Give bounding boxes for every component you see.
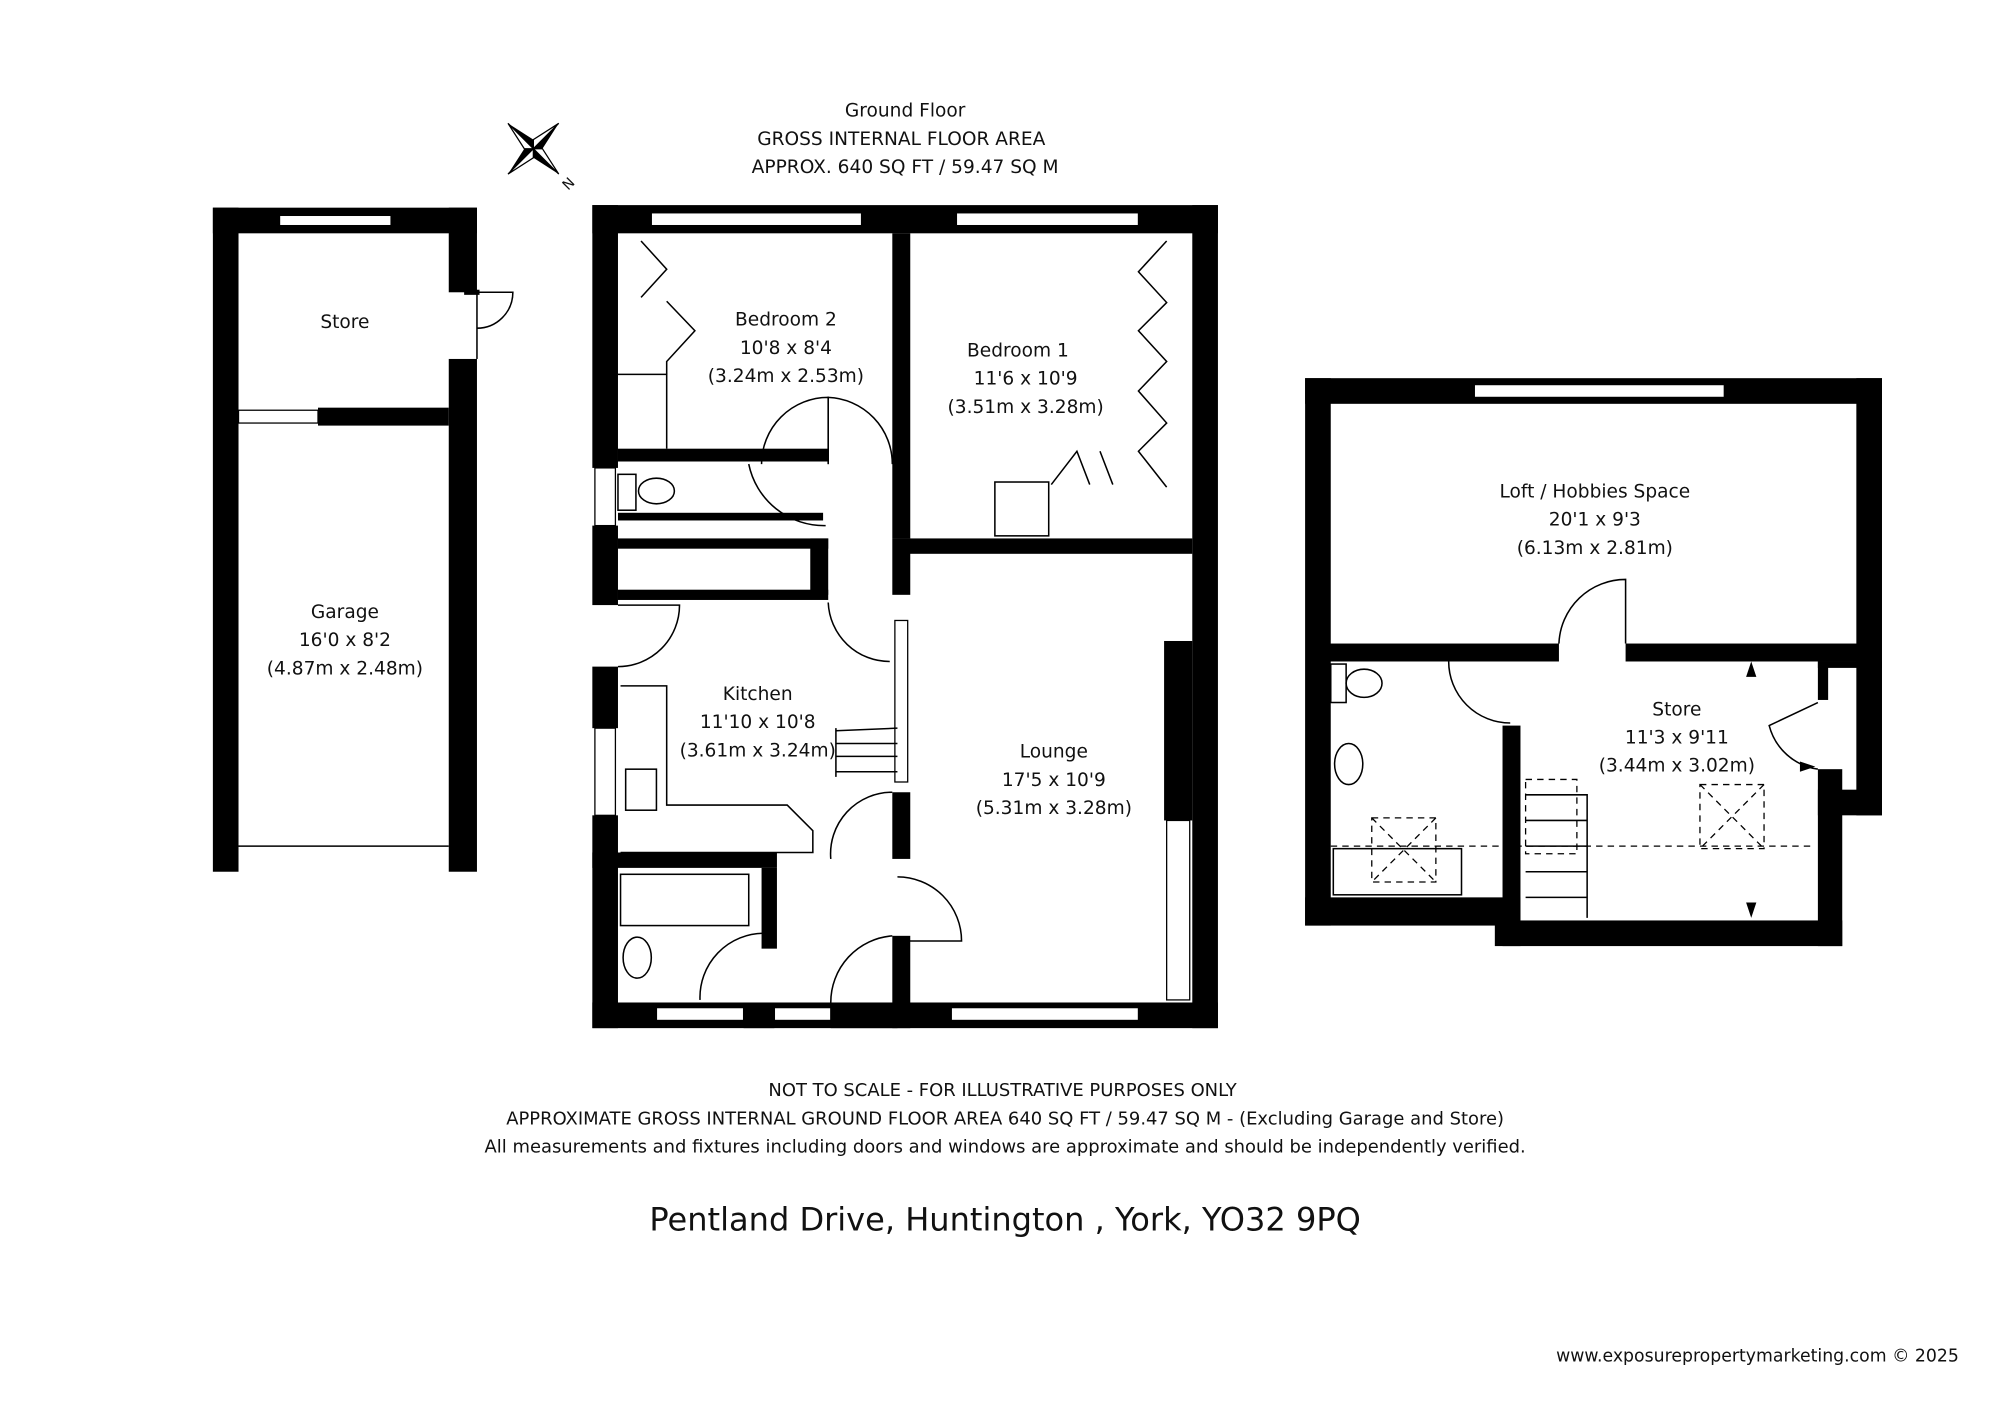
area-label: GROSS INTERNAL FLOOR AREA bbox=[757, 129, 1045, 150]
bedroom-2-name: Bedroom 2 bbox=[735, 310, 837, 331]
kitchen-label: Kitchen 11'10 x 10'8 (3.61m x 3.24m) bbox=[680, 684, 836, 761]
kitchen-metric: (3.61m x 3.24m) bbox=[680, 740, 836, 761]
outbuilding-walls bbox=[212, 207, 514, 872]
ground-floor-walls bbox=[592, 205, 1218, 1029]
property-address: Pentland Drive, Huntington , York, YO32 … bbox=[649, 1201, 1361, 1239]
bedroom-1-label: Bedroom 1 11'6 x 10'9 (3.51m x 3.28m) bbox=[948, 340, 1104, 417]
garage-imperial: 16'0 x 8'2 bbox=[299, 630, 391, 651]
garage-label: Garage 16'0 x 8'2 (4.87m x 2.48m) bbox=[267, 602, 423, 679]
loft-walls bbox=[1305, 378, 1882, 947]
loft-label: Loft / Hobbies Space 20'1 x 9'3 (6.13m x… bbox=[1499, 481, 1690, 558]
bedroom-2-imperial: 10'8 x 8'4 bbox=[740, 338, 832, 359]
bedroom-1-name: Bedroom 1 bbox=[967, 340, 1069, 361]
loft-metric: (6.13m x 2.81m) bbox=[1517, 538, 1673, 559]
lounge-metric: (5.31m x 3.28m) bbox=[976, 798, 1132, 819]
disclaimer-verify: All measurements and fixtures including … bbox=[485, 1136, 1526, 1157]
bedroom-2-label: Bedroom 2 10'8 x 8'4 (3.24m x 2.53m) bbox=[708, 310, 864, 387]
loft-store-label: Store 11'3 x 9'11 (3.44m x 3.02m) bbox=[1599, 699, 1755, 776]
kitchen-imperial: 11'10 x 10'8 bbox=[700, 712, 816, 733]
garage-metric: (4.87m x 2.48m) bbox=[267, 658, 423, 679]
disclaimer-area: APPROXIMATE GROSS INTERNAL GROUND FLOOR … bbox=[506, 1108, 1504, 1129]
loft-fixtures bbox=[1329, 578, 1819, 918]
bedroom-2-metric: (3.24m x 2.53m) bbox=[708, 366, 864, 387]
lounge-imperial: 17'5 x 10'9 bbox=[1002, 770, 1106, 791]
garage-name: Garage bbox=[311, 602, 379, 623]
loft-name: Loft / Hobbies Space bbox=[1499, 481, 1690, 502]
bedroom-1-imperial: 11'6 x 10'9 bbox=[974, 369, 1078, 390]
lounge-name: Lounge bbox=[1020, 742, 1088, 763]
loft-imperial: 20'1 x 9'3 bbox=[1549, 510, 1641, 531]
ground-floor-fixtures bbox=[617, 240, 1168, 1003]
footer-credit: www.exposurepropertymarketing.com © 2025 bbox=[1556, 1346, 1959, 1366]
kitchen-name: Kitchen bbox=[723, 684, 793, 705]
loft-store-name: Store bbox=[1652, 699, 1701, 720]
loft-store-metric: (3.44m x 3.02m) bbox=[1599, 756, 1755, 777]
compass-rose-icon bbox=[507, 122, 560, 175]
loft-store-imperial: 11'3 x 9'11 bbox=[1625, 728, 1729, 749]
lounge-label: Lounge 17'5 x 10'9 (5.31m x 3.28m) bbox=[976, 742, 1132, 819]
bedroom-1-metric: (3.51m x 3.28m) bbox=[948, 397, 1104, 418]
north-label: N bbox=[560, 175, 579, 194]
area-value: APPROX. 640 SQ FT / 59.47 SQ M bbox=[752, 157, 1059, 178]
store-name: Store bbox=[320, 312, 369, 333]
disclaimer-scale: NOT TO SCALE - FOR ILLUSTRATIVE PURPOSES… bbox=[768, 1080, 1236, 1101]
floor-title: Ground Floor bbox=[845, 101, 966, 122]
